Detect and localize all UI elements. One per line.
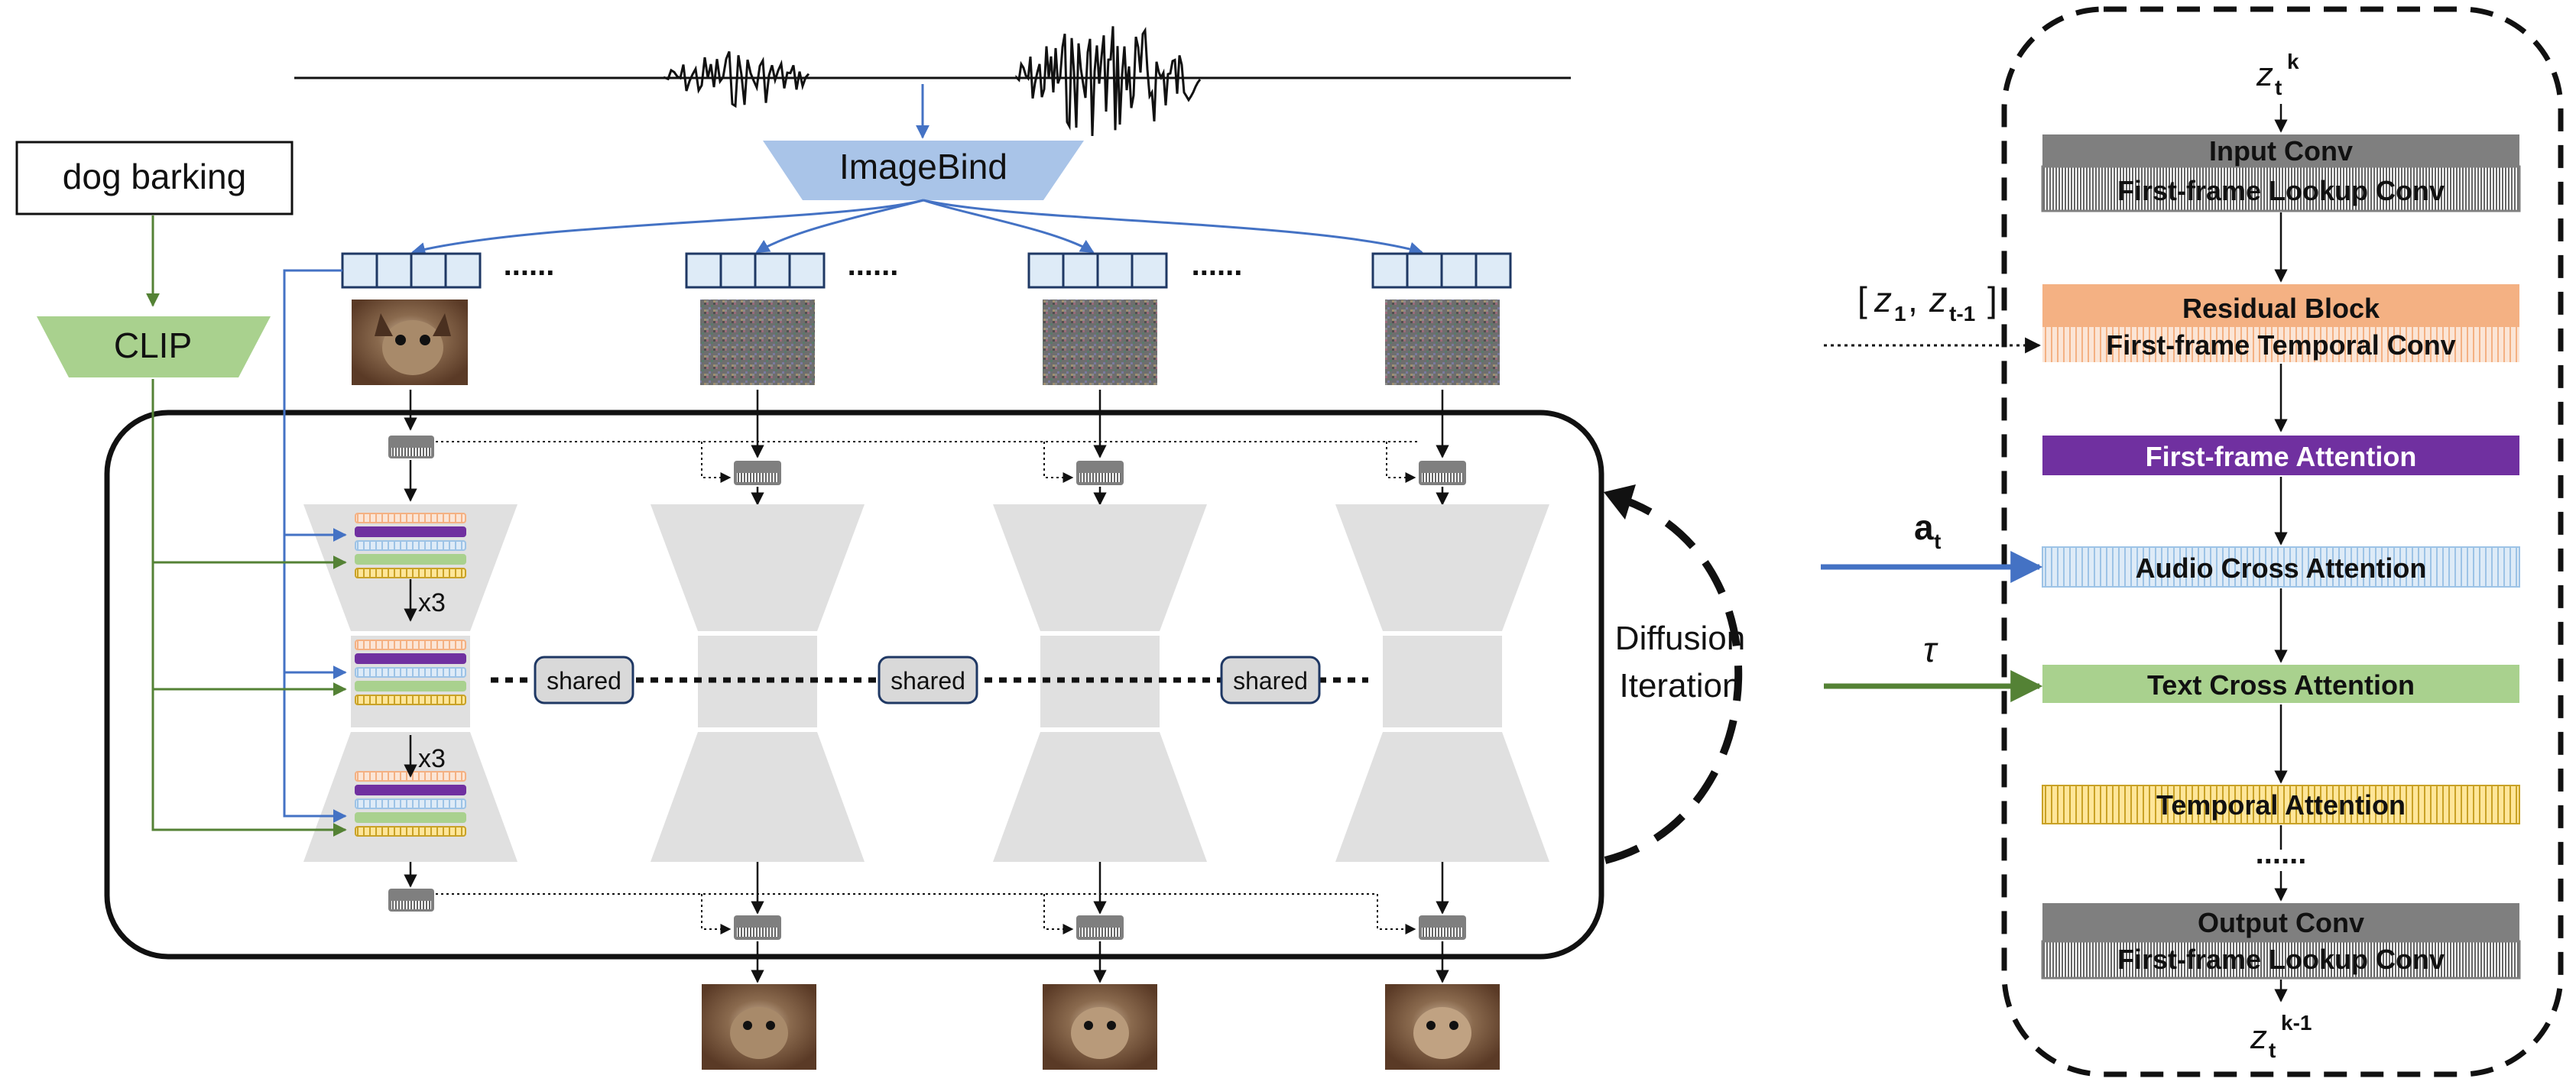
diffusion-unet-box: [104, 410, 1604, 960]
imagebind-encoder: ImageBind: [763, 141, 1084, 200]
output-frame-1: [702, 984, 816, 1070]
unet-3: [993, 504, 1207, 862]
audio-token-group-3: [1027, 252, 1168, 289]
input-frame-noise-1: [700, 300, 815, 385]
cond-z2: z: [1929, 280, 1947, 319]
top-conv-blocks: [388, 436, 1466, 485]
text-embedding-input: τ: [1824, 630, 2043, 702]
conv-to-unet-arrows-top: [404, 460, 1449, 506]
clip-encoder: CLIP: [37, 316, 271, 377]
first-frame-attention-block: First-frame Attention: [2042, 436, 2519, 475]
output-conv-block: Output Conv First-frame Lookup Conv: [2041, 903, 2521, 980]
audio-conditioning-lines: [283, 269, 347, 823]
input-lookup-conv-label: First-frame Lookup Conv: [2117, 175, 2445, 206]
audio-waveform: [294, 26, 1571, 137]
text-prompt-box: dog barking: [15, 141, 294, 215]
unet-1: [303, 504, 517, 862]
first-frame-temporal-conv-label: First-frame Temporal Conv: [2106, 329, 2455, 361]
input-frame-first: [352, 300, 468, 385]
residual-block: Residual Block First-frame Temporal Conv: [2042, 284, 2519, 362]
unet-4: [1335, 504, 1549, 862]
token-dots-3: ......: [1192, 248, 1243, 282]
imagebind-fanout: [411, 199, 1423, 256]
repeat-markers: x3 x3: [404, 579, 446, 778]
temporal-attention-block: Temporal Attention: [2042, 785, 2520, 824]
shared-label-1: shared: [547, 667, 621, 695]
output-conv-label: Output Conv: [2198, 907, 2364, 938]
input-latent-sup: k: [2287, 50, 2299, 73]
output-latent-sup: k-1: [2281, 1011, 2312, 1035]
temporal-attention-label: Temporal Attention: [2156, 789, 2406, 821]
token-dots-2: ......: [848, 248, 899, 282]
output-lookup-conv-label: First-frame Lookup Conv: [2117, 944, 2445, 975]
input-latent-symbol: z: [2256, 56, 2273, 93]
text-cross-attention-label: Text Cross Attention: [2147, 669, 2415, 701]
audio-cross-attention-label: Audio Cross Attention: [2136, 552, 2427, 584]
loop-label-line2: Iteration: [1620, 667, 1741, 704]
residual-block-label: Residual Block: [2182, 293, 2380, 324]
audio-symbol-sub: t: [1934, 530, 1941, 553]
repeat-label-2: x3: [418, 744, 446, 773]
unet-layer-stack-1: [355, 513, 466, 578]
first-frame-attention-label: First-frame Attention: [2146, 441, 2417, 472]
bottom-conv-blocks: [388, 889, 1466, 940]
text-symbol: τ: [1923, 630, 1938, 669]
audio-token-group-2: [685, 252, 826, 289]
output-latent-sub: t: [2269, 1038, 2276, 1062]
shared-label-3: shared: [1233, 667, 1308, 695]
block-dots: ......: [2256, 837, 2307, 870]
input-conv-block: Input Conv First-frame Lookup Conv: [2041, 134, 2521, 212]
shared-label-2: shared: [891, 667, 965, 695]
audio-symbol: a: [1914, 507, 1934, 547]
audio-cross-attention-block: Audio Cross Attention: [2042, 546, 2520, 588]
input-latent-sub: t: [2275, 76, 2282, 99]
shared-weights: shared shared shared: [491, 656, 1368, 704]
output-frame-3: [1385, 984, 1500, 1070]
input-frame-noise-2: [1043, 300, 1157, 385]
output-frame-2: [1043, 984, 1157, 1070]
repeat-label-1: x3: [418, 588, 446, 617]
cond-comma: ,: [1908, 280, 1918, 319]
cond-z1-sub: 1: [1894, 302, 1906, 326]
conditioning-frames: [ z 1 , z t-1 ]: [1824, 280, 2042, 354]
loop-label-line1: Diffusion: [1615, 620, 1745, 657]
input-conv-label: Input Conv: [2209, 135, 2353, 167]
audio-embedding-input: a t: [1821, 507, 2043, 583]
clip-label: CLIP: [114, 326, 192, 365]
first-frame-lookup-lines-top: [436, 441, 1418, 483]
frame-to-conv-arrows: [404, 390, 1449, 458]
output-latent-symbol: z: [2250, 1019, 2267, 1056]
text-cross-attention-block: Text Cross Attention: [2042, 665, 2519, 703]
first-frame-lookup-lines-bottom: [436, 893, 1416, 934]
input-frame-noise-3: [1385, 300, 1500, 385]
cond-open-bracket: [: [1857, 280, 1867, 319]
unet-stack: [303, 504, 1549, 862]
imagebind-label: ImageBind: [839, 147, 1007, 186]
text-prompt-label: dog barking: [63, 157, 246, 196]
cond-z1: z: [1874, 280, 1892, 319]
audio-token-groups: [341, 252, 1512, 289]
token-dots-1: ......: [504, 248, 555, 282]
unet-layer-stack-3: [355, 771, 466, 837]
audio-token-group-1: [341, 252, 482, 289]
unet-to-conv-arrows-bottom: [404, 862, 1449, 983]
cond-z2-sub: t-1: [1949, 302, 1975, 326]
audio-token-group-4: [1371, 252, 1512, 289]
text-conditioning-lines: [151, 379, 347, 837]
unet-2: [650, 504, 865, 862]
unet-layer-stack-2: [355, 640, 466, 705]
cond-close-bracket: ]: [1987, 280, 1997, 319]
diffusion-iteration-loop: Diffusion Iteration: [1604, 484, 1745, 864]
